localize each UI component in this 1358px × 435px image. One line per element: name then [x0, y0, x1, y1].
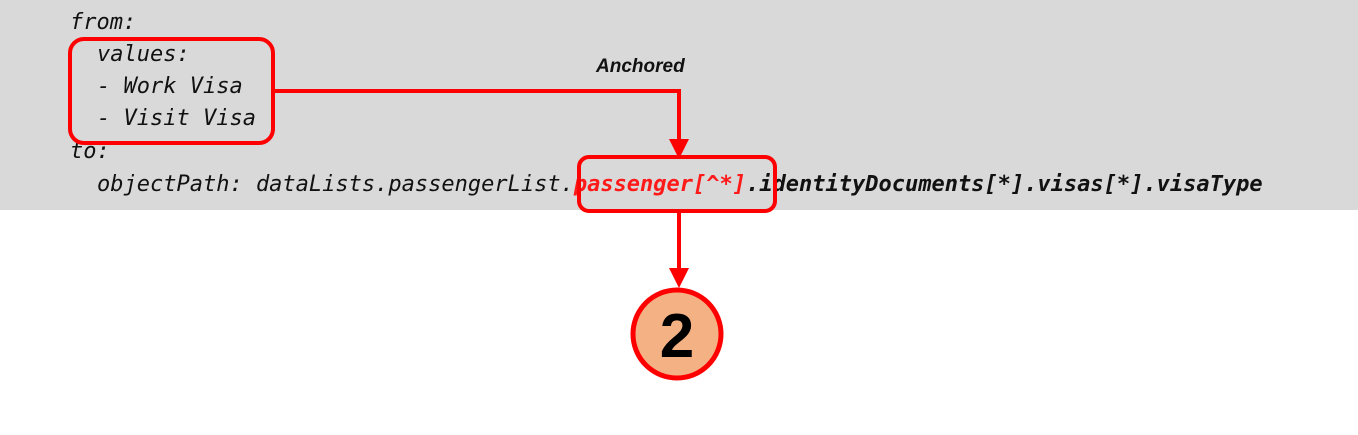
anchored-label: Anchored [596, 56, 685, 77]
object-path-anchor: passenger[^*] [573, 172, 747, 197]
code-line-visit-visa: - Visit Visa [97, 106, 256, 131]
code-line-values: values: [97, 42, 190, 67]
object-path-suffix: .identityDocuments[*].visas[*].visaType [746, 172, 1263, 197]
anchor-highlight-box [577, 155, 777, 213]
step-number: 2 [660, 302, 694, 371]
values-highlight-box [68, 37, 275, 145]
code-line-work-visa: - Work Visa [97, 74, 243, 99]
object-path-prefix: objectPath: dataLists.passengerList. [97, 172, 574, 197]
step-circle [630, 287, 724, 381]
anchored-arrow [273, 89, 689, 159]
code-line-object-path: objectPath: dataLists.passengerList.pass… [97, 171, 1263, 199]
code-line-from: from: [70, 10, 137, 35]
